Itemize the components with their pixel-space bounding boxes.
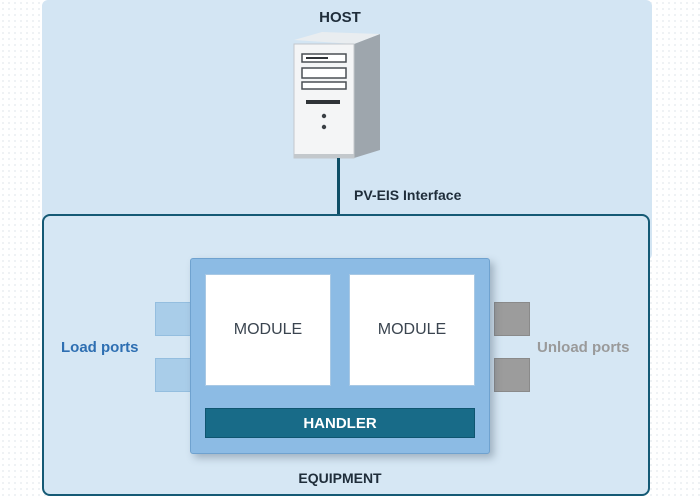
host-label: HOST — [319, 9, 361, 26]
unload-port — [494, 302, 530, 336]
unload-ports-label: Unload ports — [537, 339, 630, 356]
server-tower-icon — [288, 32, 388, 160]
handler-bar: HANDLER — [205, 408, 475, 438]
interface-label: PV-EIS Interface — [354, 187, 462, 203]
module-box: MODULE — [205, 274, 331, 386]
interface-connector-line — [337, 158, 340, 216]
load-port — [155, 358, 191, 392]
module-box: MODULE — [349, 274, 475, 386]
equipment-label: EQUIPMENT — [298, 470, 382, 486]
unload-port — [494, 358, 530, 392]
load-ports-label: Load ports — [61, 339, 139, 356]
load-port — [155, 302, 191, 336]
